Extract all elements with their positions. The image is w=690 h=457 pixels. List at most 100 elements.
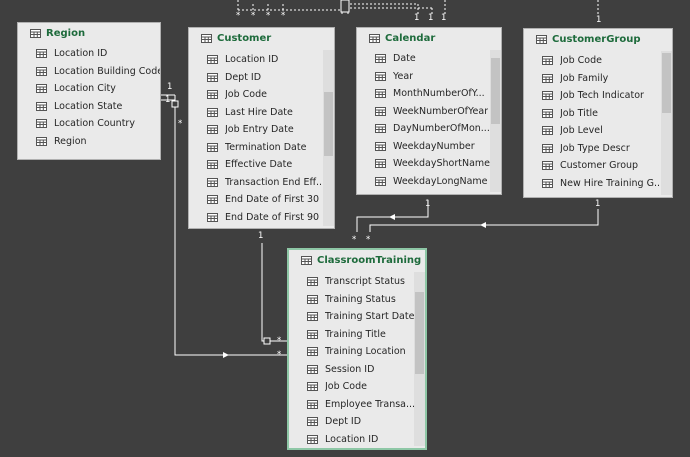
table-icon <box>201 33 212 43</box>
table-header[interactable]: CustomerGroup <box>524 29 672 49</box>
field-table-icon <box>307 329 318 339</box>
field-row[interactable]: Training Status <box>289 291 414 309</box>
field-table-icon <box>375 176 386 186</box>
customer-ct-line <box>261 243 288 342</box>
field-row[interactable]: Dept ID <box>289 413 414 431</box>
vertical-scrollbar[interactable] <box>323 50 334 226</box>
field-table-icon <box>307 312 318 322</box>
field-row[interactable]: End Date of First 30 <box>189 191 323 209</box>
table-title: ClassroomTraining <box>317 254 422 266</box>
field-row[interactable]: Location ID <box>18 45 160 63</box>
field-label: Job Type Descr <box>560 142 630 154</box>
field-row[interactable]: Customer Group <box>524 157 661 175</box>
scrollbar-thumb[interactable] <box>491 58 500 124</box>
field-row[interactable]: Termination Date <box>189 139 323 157</box>
field-label: Transaction End Eff... <box>225 176 323 188</box>
field-row[interactable]: Job Type Descr <box>524 140 661 158</box>
field-row[interactable]: WeekNumberOfYear <box>357 103 490 121</box>
field-table-icon <box>375 54 386 64</box>
field-row[interactable]: DayNumberOfMon... <box>357 120 490 138</box>
field-row[interactable]: New Hire Training G... <box>524 175 661 193</box>
field-row[interactable]: Training Location <box>289 343 414 361</box>
field-label: Location State <box>54 100 123 112</box>
field-table-icon <box>542 73 553 83</box>
table-icon <box>301 255 312 265</box>
scrollbar-thumb[interactable] <box>662 53 671 113</box>
field-row[interactable]: Job Code <box>289 378 414 396</box>
table-header[interactable]: Calendar <box>357 28 501 48</box>
field-row[interactable]: Date <box>357 50 490 68</box>
field-row[interactable]: Transaction End Eff... <box>189 174 323 192</box>
field-row[interactable]: Effective Date <box>189 156 323 174</box>
table-icon <box>30 28 41 38</box>
field-label: Transcript Status <box>325 276 405 288</box>
top-many-1: * <box>236 11 241 21</box>
field-row[interactable]: Location ID <box>289 431 414 444</box>
field-label: New Hire Training G... <box>560 177 661 189</box>
field-row[interactable]: Transcript Status <box>289 273 414 291</box>
field-row[interactable]: End Date of First 90 <box>189 209 323 225</box>
field-row[interactable]: Job Code <box>189 86 323 104</box>
scrollbar-thumb[interactable] <box>415 292 424 374</box>
field-row[interactable]: Job Entry Date <box>189 121 323 139</box>
field-table-icon <box>207 212 218 222</box>
field-table-icon <box>207 142 218 152</box>
table-icon <box>536 34 547 44</box>
field-row[interactable]: Location State <box>18 98 160 116</box>
field-row[interactable]: Training Title <box>289 326 414 344</box>
table-title: Calendar <box>385 32 436 44</box>
field-row[interactable]: Job Title <box>524 105 661 123</box>
field-row[interactable]: WeekdayShortName <box>357 155 490 173</box>
table-header[interactable]: Customer <box>189 28 334 48</box>
field-row[interactable]: Location ID <box>189 51 323 69</box>
field-label: Dept ID <box>225 71 262 83</box>
field-table-icon <box>36 66 47 76</box>
table-title: CustomerGroup <box>552 33 641 45</box>
field-table-icon <box>207 55 218 65</box>
vertical-scrollbar[interactable] <box>414 272 425 446</box>
field-row[interactable]: Last Hire Date <box>189 104 323 122</box>
field-table-icon <box>375 124 386 134</box>
field-label: Region <box>54 135 87 147</box>
field-row[interactable]: Location City <box>18 80 160 98</box>
field-row[interactable]: Training Start Date <box>289 308 414 326</box>
field-table-icon <box>307 399 318 409</box>
field-row[interactable]: MonthNumberOfY... <box>357 85 490 103</box>
field-label: MonthNumberOfY... <box>393 88 485 100</box>
top-many-2: * <box>251 11 256 21</box>
field-row[interactable]: Job Code <box>524 52 661 70</box>
top-many-3: * <box>266 11 271 21</box>
field-row[interactable]: Dept ID <box>189 69 323 87</box>
field-table-icon <box>375 159 386 169</box>
field-table-icon <box>207 195 218 205</box>
field-row[interactable]: Location Building Code <box>18 63 160 81</box>
field-row[interactable]: WeekdayNumber <box>357 138 490 156</box>
scrollbar-thumb[interactable] <box>324 92 333 156</box>
field-table-icon <box>542 56 553 66</box>
field-row[interactable]: Session ID <box>289 361 414 379</box>
vertical-scrollbar[interactable] <box>661 51 672 195</box>
field-table-icon <box>207 72 218 82</box>
table-header[interactable]: ClassroomTraining <box>289 250 425 270</box>
field-row[interactable]: Job Tech Indicator <box>524 87 661 105</box>
field-row[interactable]: Employee Transa... <box>289 396 414 414</box>
vertical-scrollbar[interactable] <box>490 50 501 192</box>
field-row[interactable]: Job Family <box>524 70 661 88</box>
field-label: Job Family <box>560 72 609 84</box>
field-row[interactable]: Year <box>357 68 490 86</box>
table-header[interactable]: Region <box>18 23 160 43</box>
field-row[interactable]: Region <box>18 133 160 151</box>
field-label: WeekdayShortName <box>393 158 490 170</box>
field-row[interactable]: Job Level <box>524 122 661 140</box>
field-label: Job Code <box>225 89 267 101</box>
field-row[interactable]: WeekdayLongName <box>357 173 490 191</box>
field-row[interactable]: Location Country <box>18 115 160 133</box>
customergroup-one: 1 <box>595 199 601 209</box>
